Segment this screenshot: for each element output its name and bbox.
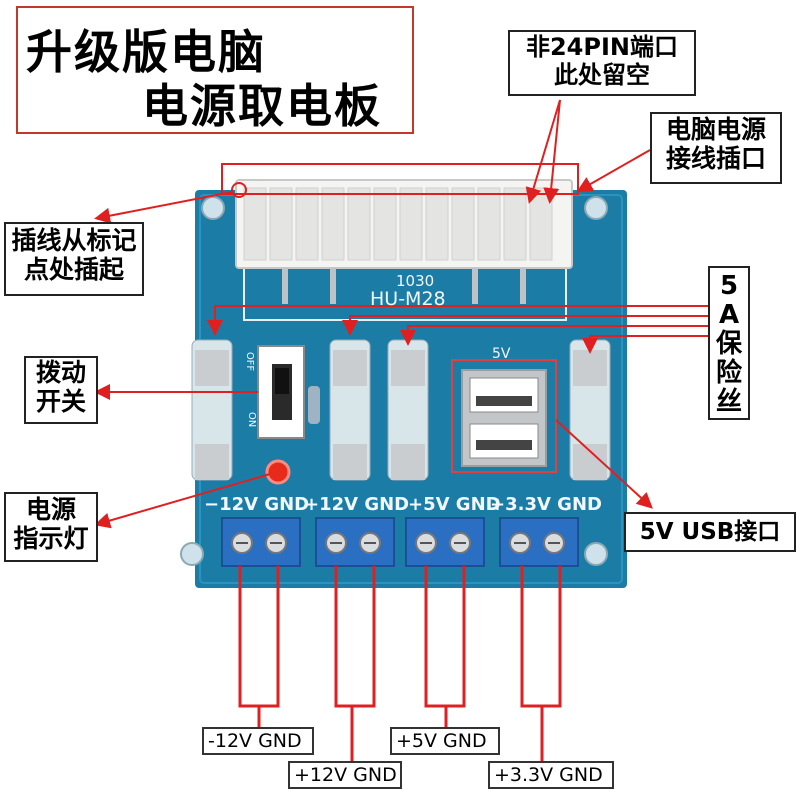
fuse-callout: 5 A 保 险 丝 — [708, 266, 750, 420]
non-24pin-line-2: 此处留空 — [554, 60, 650, 89]
terminal-label-5v: +5V GND — [408, 494, 501, 515]
fuse-char: 保 — [715, 329, 742, 359]
usb-port-1 — [469, 377, 539, 413]
usb-port-callout: 5V USB接口 — [624, 512, 796, 552]
terminal-label-12v: +12V GND — [304, 494, 410, 515]
title-line-1: 升级版电脑 — [26, 25, 266, 79]
terminal-blocks — [221, 517, 579, 567]
non-24pin-callout: 非24PIN端口 此处留空 — [508, 30, 696, 96]
mount-hole — [180, 542, 204, 566]
resistor — [308, 386, 320, 424]
insert-line-1: 插线从标记 — [11, 226, 137, 255]
power-led-callout: 电源 指示灯 — [4, 492, 98, 562]
psu-line-2: 接线插口 — [665, 143, 766, 173]
connector-marking: 1030 — [396, 272, 435, 290]
switch-line-2: 开关 — [35, 386, 86, 416]
mount-hole — [584, 542, 608, 566]
board-model: HU-M28 — [370, 288, 446, 310]
mount-hole — [584, 196, 608, 220]
output-label-neg12v: -12V GND — [202, 727, 314, 755]
terminal-block-2 — [315, 517, 395, 567]
fuse-char: 5 — [719, 271, 739, 301]
switch-off-label: OFF — [244, 351, 256, 372]
fuse-char: 险 — [715, 358, 742, 388]
psu-socket-callout: 电脑电源 接线插口 — [650, 112, 782, 184]
terminal-block-3 — [405, 517, 485, 567]
usb-silk-label: 5V — [492, 346, 511, 362]
insert-line-2: 点处插起 — [23, 254, 124, 284]
output-label-12v: +12V GND — [288, 761, 402, 789]
title-line-2: 电源取电板 — [142, 79, 382, 133]
fuse-char: A — [718, 300, 740, 330]
power-led — [265, 459, 291, 485]
led-line-2: 指示灯 — [13, 523, 89, 553]
terminal-label-neg12v: −12V GND — [204, 494, 310, 515]
output-label-5v: +5V GND — [390, 727, 500, 755]
mount-hole — [201, 196, 225, 220]
switch-on-label: ON — [246, 411, 258, 428]
output-label-3v3: +3.3V GND — [488, 761, 614, 789]
psu-line-1: 电脑电源 — [665, 115, 766, 144]
led-line-1: 电源 — [25, 495, 76, 524]
title-frame — [16, 6, 414, 134]
switch-line-1: 拨动 — [35, 358, 86, 387]
non-24pin-line-1: 非24PIN端口 — [525, 33, 678, 61]
terminal-label-3v3: +3.3V GND — [490, 494, 602, 515]
insert-start-callout: 插线从标记 点处插起 — [4, 222, 144, 296]
toggle-switch-callout: 拨动 开关 — [24, 356, 98, 424]
fuse-char: 丝 — [715, 387, 742, 417]
